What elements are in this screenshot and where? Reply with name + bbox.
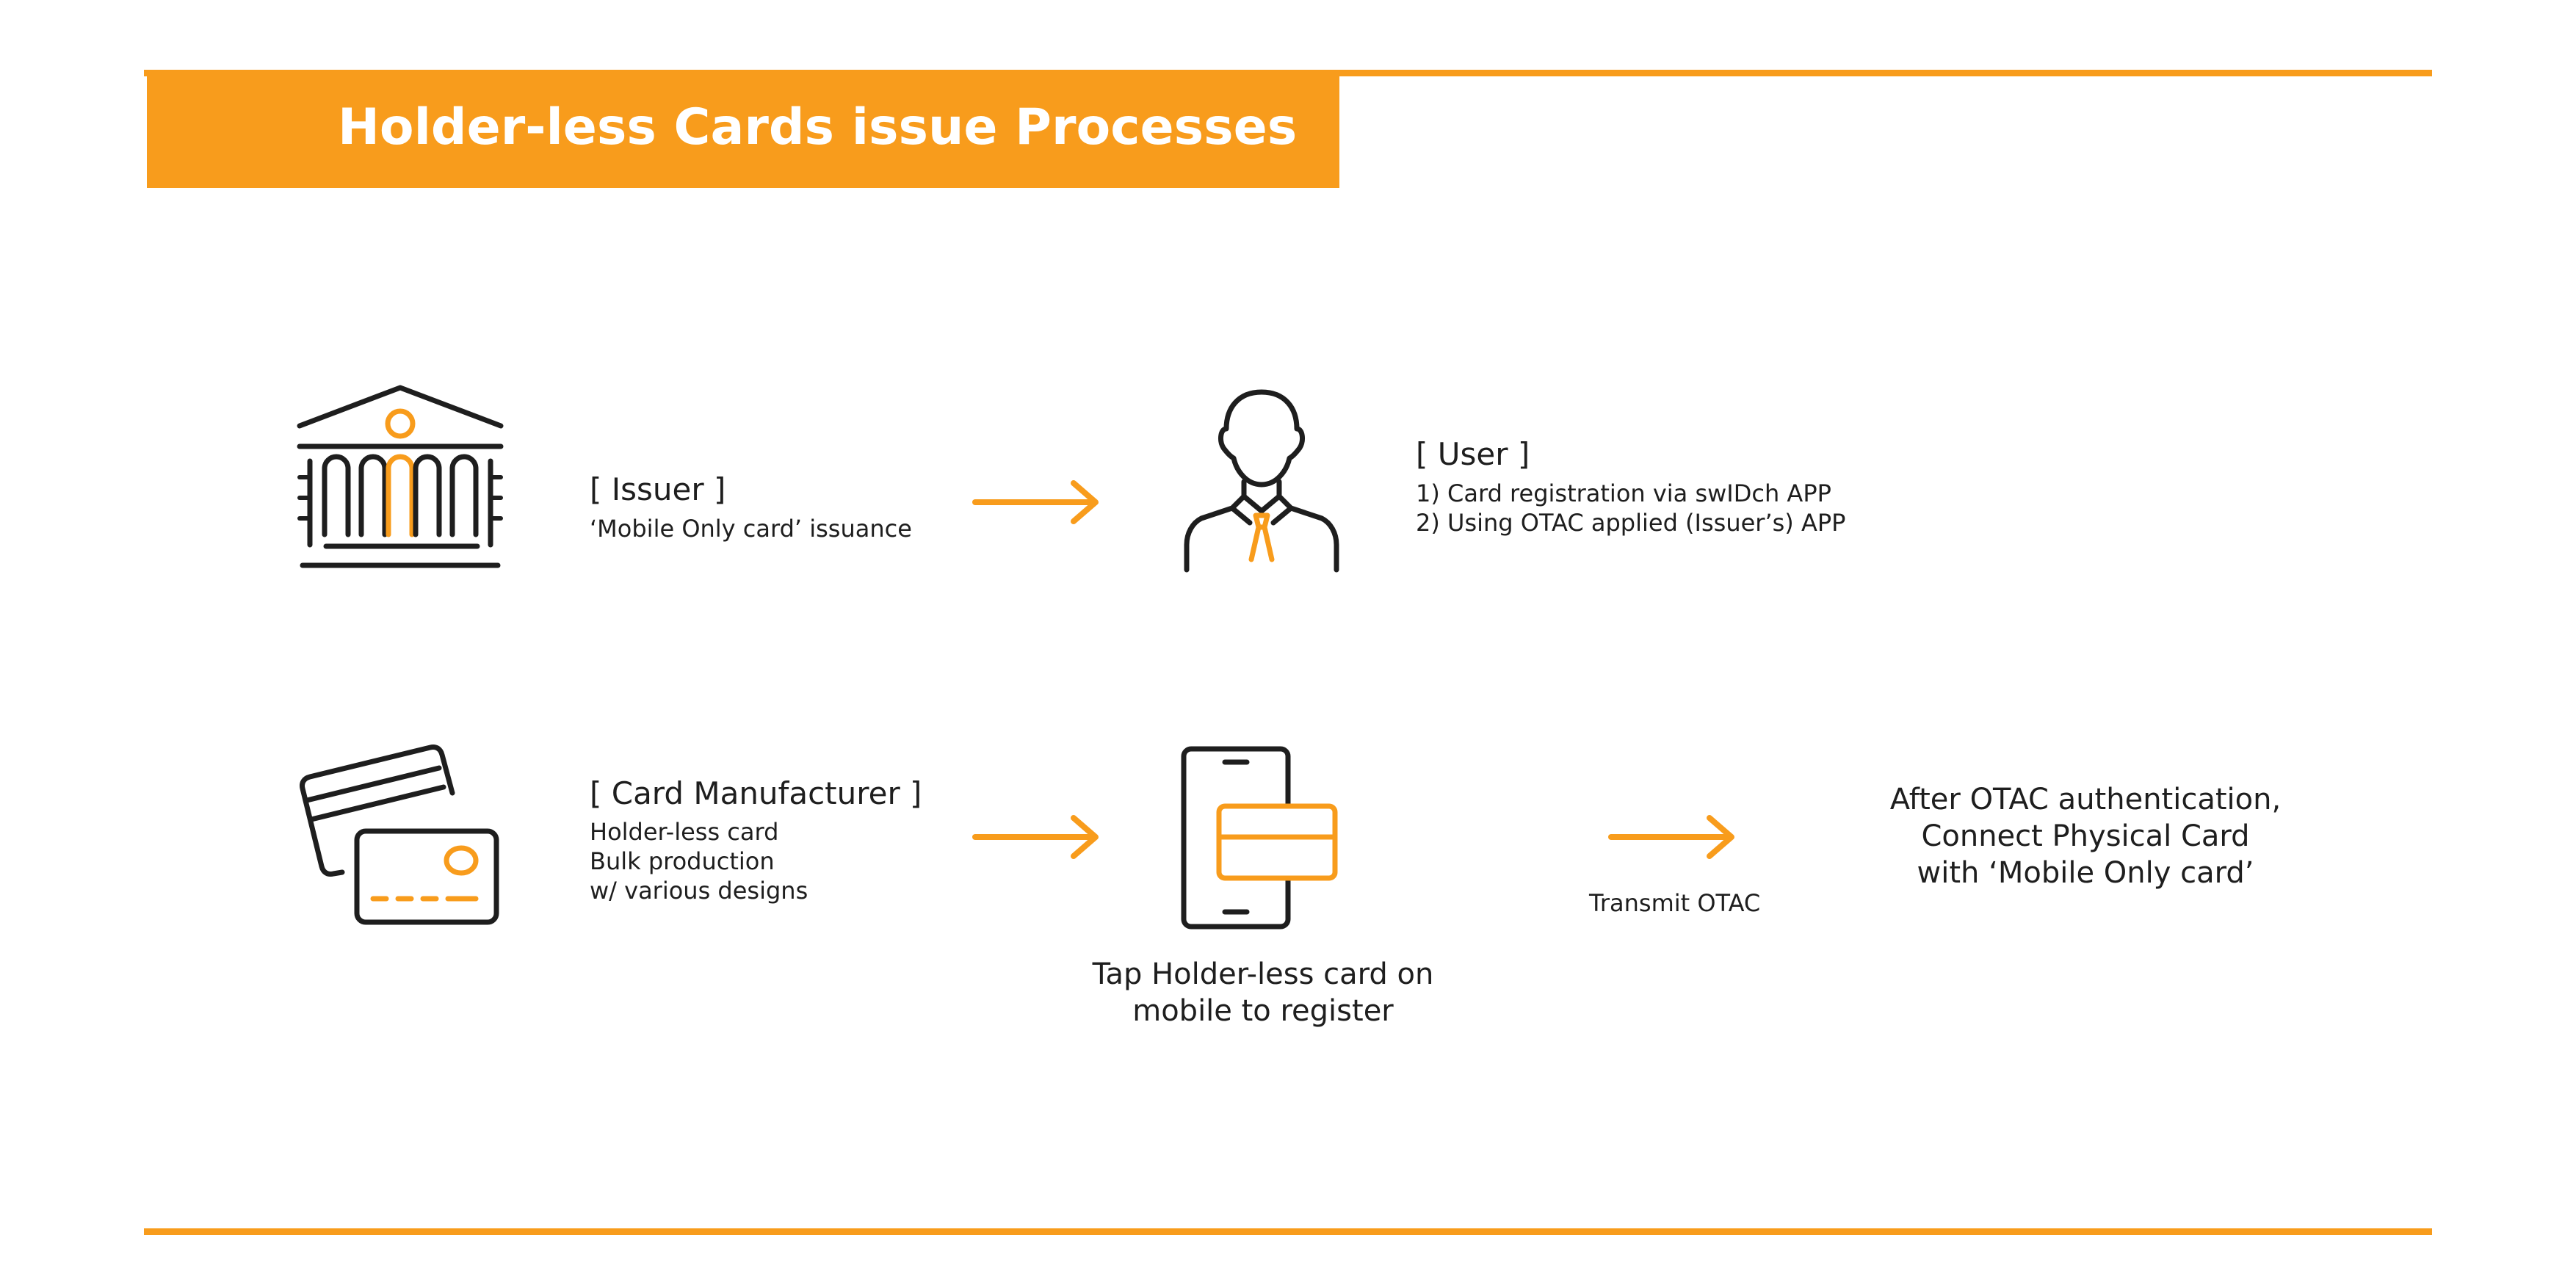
transmit-otac-label: Transmit OTAC xyxy=(1589,889,1761,917)
right-arrow-icon xyxy=(1607,814,1739,861)
card-manufacturer-heading: [ Card Manufacturer ] xyxy=(590,775,922,811)
credit-cards-icon xyxy=(300,743,505,931)
card-manufacturer-line-3: w/ various designs xyxy=(590,877,808,905)
result-line-3: with ‘Mobile Only card’ xyxy=(1917,856,2254,890)
person-with-tie-icon xyxy=(1179,386,1344,574)
title-banner xyxy=(147,72,1339,188)
result-text: After OTAC authentication, Connect Physi… xyxy=(1792,781,2379,891)
right-arrow-icon xyxy=(971,479,1103,526)
user-step-2: 2) Using OTAC applied (Issuer’s) APP xyxy=(1416,509,1846,537)
bank-building-icon xyxy=(294,382,507,573)
page-title: Holder-less Cards issue Processes xyxy=(338,98,1298,156)
bottom-rule xyxy=(144,1228,2432,1235)
smartphone-with-card-icon xyxy=(1178,746,1341,930)
user-heading: [ User ] xyxy=(1416,436,1530,472)
mobile-caption: Tap Holder-less card on mobile to regist… xyxy=(1043,956,1483,1029)
user-step-1: 1) Card registration via swIDch APP xyxy=(1416,479,1831,507)
card-manufacturer-line-2: Bulk production xyxy=(590,847,775,875)
right-arrow-icon xyxy=(971,814,1103,861)
result-line-2: Connect Physical Card xyxy=(1921,819,2250,853)
issuer-heading: [ Issuer ] xyxy=(590,471,726,507)
mobile-caption-line-1: Tap Holder-less card on xyxy=(1092,957,1434,991)
result-line-1: After OTAC authentication, xyxy=(1889,783,2282,816)
mobile-caption-line-2: mobile to register xyxy=(1132,994,1394,1028)
issuer-description: ‘Mobile Only card’ issuance xyxy=(590,515,912,543)
card-manufacturer-line-1: Holder-less card xyxy=(590,818,779,846)
